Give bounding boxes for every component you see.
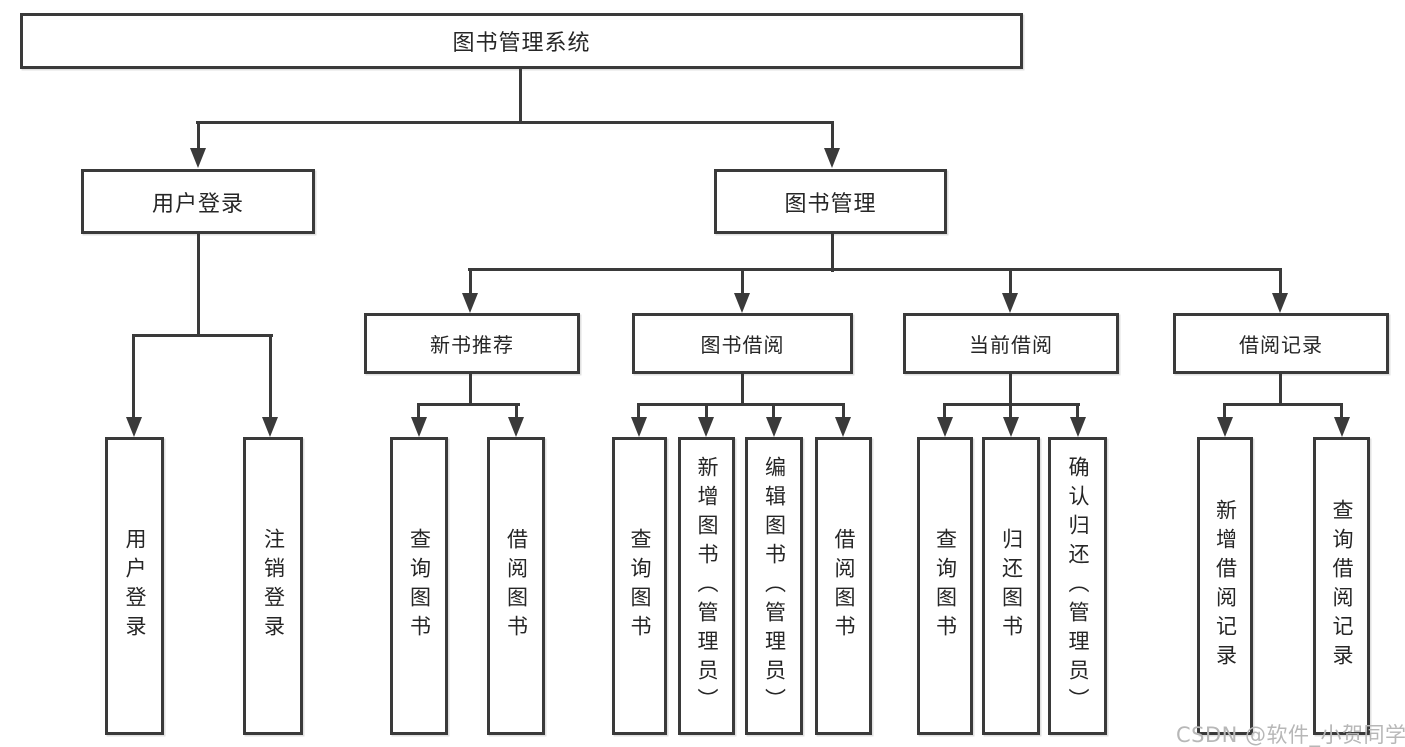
connector-to-user-login: [197, 124, 200, 150]
arrow-down-leaf-br-add-icon: [1217, 417, 1233, 437]
connector-to-leaf-bb-edit: [772, 406, 775, 419]
connector-to-leaf-bb-borrow: [842, 406, 845, 419]
connector-to-borrowing-records: [1279, 271, 1282, 295]
arrow-down-current-borrowing-icon: [1002, 293, 1018, 313]
leaf-borrow-books-borrowing: 借阅图书: [815, 437, 872, 735]
arrow-down-borrowing-records-icon: [1272, 293, 1288, 313]
csdn-watermark: CSDN @软件_小贺同学: [1176, 723, 1405, 747]
node-root: 图书管理系统: [20, 13, 1023, 69]
connector-borrowing-records-stem: [1279, 374, 1282, 406]
connector-borrowing-records-crossbar: [1223, 403, 1343, 406]
arrow-down-book-borrowing-icon: [734, 293, 750, 313]
connector-to-leaf-cb-return: [1009, 406, 1012, 419]
connector-to-leaf-bb-query: [637, 406, 640, 419]
leaf-query-borrow-record: 查询借阅记录: [1313, 437, 1370, 735]
connector-book-borrowing-stem: [741, 374, 744, 406]
connector-book-management-crossbar: [468, 268, 1282, 271]
leaf-return-books: 归还图书: [982, 437, 1040, 735]
connector-to-new-book-recommend: [469, 271, 472, 295]
node-book-management-label: 图书管理: [784, 191, 877, 217]
leaf-query-books-borrowing-label: 查询图书: [628, 528, 652, 644]
node-new-book-recommend: 新书推荐: [364, 313, 580, 374]
arrow-down-leaf-cb-query-icon: [937, 417, 953, 437]
connector-book-borrowing-crossbar: [637, 403, 845, 406]
connector-current-borrowing-crossbar: [943, 403, 1080, 406]
arrow-down-leaf-logout-icon: [262, 417, 278, 437]
connector-to-leaf-cb-confirm: [1076, 406, 1079, 419]
leaf-borrow-books-recommend: 借阅图书: [487, 437, 545, 735]
node-user-login: 用户登录: [81, 169, 315, 234]
connector-root-stem: [519, 69, 522, 121]
arrow-down-leaf-bb-add-icon: [698, 417, 714, 437]
arrow-down-leaf-nb-borrow-icon: [508, 417, 524, 437]
connector-to-book-borrowing: [741, 271, 744, 295]
arrow-down-leaf-bb-edit-icon: [766, 417, 782, 437]
node-borrowing-records-label: 借阅记录: [1239, 333, 1323, 357]
connector-user-login-stem: [197, 234, 200, 337]
node-user-login-label: 用户登录: [151, 191, 244, 217]
arrow-down-leaf-bb-query-icon: [631, 417, 647, 437]
leaf-borrow-books-borrowing-label: 借阅图书: [832, 528, 856, 644]
connector-to-leaf-cb-query: [943, 406, 946, 419]
leaf-borrow-books-recommend-label: 借阅图书: [504, 528, 529, 644]
leaf-query-books-current-label: 查询图书: [933, 528, 958, 644]
leaf-user-login-label: 用户登录: [123, 528, 147, 644]
connector-user-login-crossbar: [132, 334, 273, 337]
connector-root-crossbar: [196, 121, 834, 124]
arrow-down-leaf-cb-confirm-icon: [1070, 417, 1086, 437]
node-root-label: 图书管理系统: [452, 31, 591, 56]
node-new-book-recommend-label: 新书推荐: [430, 333, 514, 357]
leaf-logout: 注销登录: [243, 437, 303, 735]
leaf-confirm-return-admin-label: 确认归还（管理员）: [1066, 455, 1090, 717]
arrow-down-leaf-user-login-icon: [126, 417, 142, 437]
arrow-down-leaf-cb-return-icon: [1003, 417, 1019, 437]
leaf-query-books-recommend-label: 查询图书: [407, 528, 432, 644]
node-book-borrowing: 图书借阅: [632, 313, 853, 374]
arrow-down-leaf-br-query-icon: [1334, 417, 1350, 437]
leaf-add-borrow-record-label: 新增借阅记录: [1213, 499, 1238, 673]
connector-to-current-borrowing: [1009, 271, 1012, 295]
connector-to-leaf-nb-query: [417, 406, 420, 419]
connector-book-management-stem: [831, 234, 834, 272]
leaf-logout-label: 注销登录: [261, 528, 286, 644]
arrow-down-leaf-bb-borrow-icon: [835, 417, 851, 437]
connector-new-book-recommend-stem: [469, 374, 472, 406]
connector-to-leaf-bb-add: [705, 406, 708, 419]
node-book-borrowing-label: 图书借阅: [700, 333, 785, 357]
arrow-down-user-login-icon: [190, 148, 206, 168]
leaf-add-books-admin-label: 新增图书（管理员）: [695, 455, 719, 717]
leaf-return-books-label: 归还图书: [999, 528, 1024, 644]
connector-to-book-management: [831, 124, 834, 150]
leaf-add-borrow-record: 新增借阅记录: [1197, 437, 1253, 735]
leaf-confirm-return-admin: 确认归还（管理员）: [1048, 437, 1107, 735]
leaf-query-books-recommend: 查询图书: [390, 437, 448, 735]
node-book-management: 图书管理: [714, 169, 947, 234]
arrow-down-new-book-recommend-icon: [462, 293, 478, 313]
leaf-edit-books-admin: 编辑图书（管理员）: [745, 437, 803, 735]
arrow-down-leaf-nb-query-icon: [411, 417, 427, 437]
node-current-borrowing-label: 当前借阅: [969, 333, 1053, 357]
node-borrowing-records: 借阅记录: [1173, 313, 1389, 374]
leaf-user-login: 用户登录: [105, 437, 164, 735]
leaf-add-books-admin: 新增图书（管理员）: [678, 437, 735, 735]
connector-to-leaf-user-login: [132, 337, 135, 419]
leaf-edit-books-admin-label: 编辑图书（管理员）: [762, 455, 787, 717]
connector-to-leaf-nb-borrow: [515, 406, 518, 419]
arrow-down-book-management-icon: [824, 148, 840, 168]
connector-to-leaf-logout: [269, 337, 272, 419]
connector-new-book-recommend-crossbar: [417, 403, 520, 406]
connector-to-leaf-br-add: [1223, 406, 1226, 419]
connector-to-leaf-br-query: [1340, 406, 1343, 419]
connector-current-borrowing-stem: [1009, 374, 1012, 406]
leaf-query-books-current: 查询图书: [917, 437, 973, 735]
node-current-borrowing: 当前借阅: [903, 313, 1119, 374]
leaf-query-books-borrowing: 查询图书: [612, 437, 667, 735]
leaf-query-borrow-record-label: 查询借阅记录: [1330, 499, 1354, 673]
